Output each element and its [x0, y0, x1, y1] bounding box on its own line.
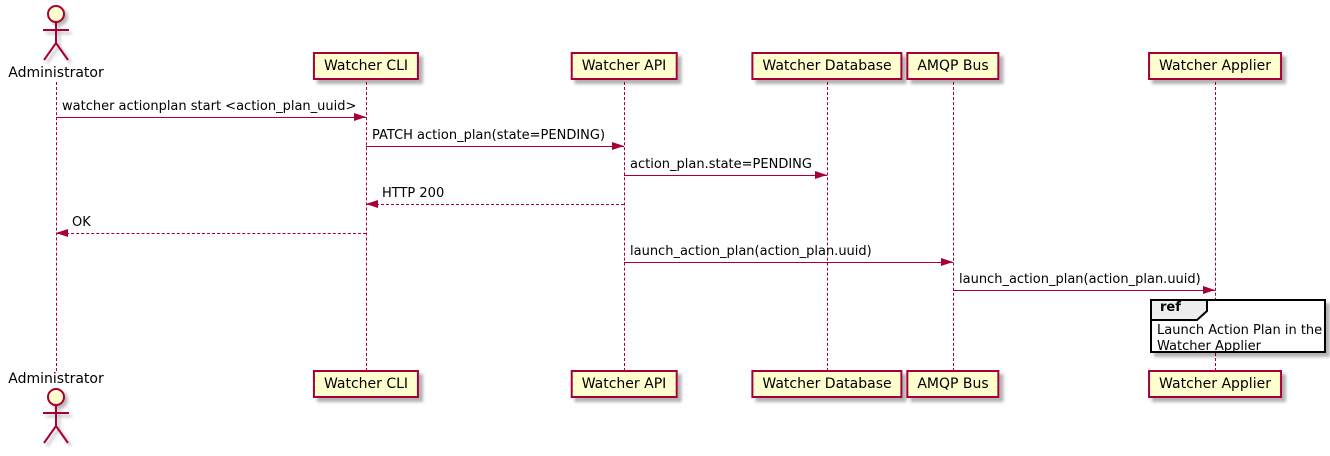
participant-box-watcher-cli-bottom: Watcher CLI — [312, 370, 420, 398]
ref-tag-shape — [1150, 299, 1208, 321]
message-line-2 — [624, 175, 827, 176]
message-arrowhead-1 — [612, 142, 624, 150]
ref-keyword: ref — [1160, 300, 1181, 315]
actor-icon — [43, 5, 69, 61]
lifeline-administrator — [56, 82, 57, 371]
lifeline-watcher-database — [827, 82, 828, 371]
participant-box-watcher-cli-top: Watcher CLI — [312, 52, 420, 80]
message-arrowhead-2 — [815, 171, 827, 179]
ref-keyword-tag: ref — [1150, 299, 1208, 321]
lifeline-watcher-applier — [1215, 82, 1216, 371]
participant-box-amqp-bus-bottom: AMQP Bus — [906, 370, 1000, 398]
participant-box-watcher-applier-top: Watcher Applier — [1148, 52, 1282, 80]
lifeline-watcher-api — [624, 82, 625, 371]
message-line-3 — [366, 204, 624, 205]
message-line-5 — [624, 262, 953, 263]
message-line-0 — [56, 117, 366, 118]
participant-box-watcher-api-top: Watcher API — [570, 52, 678, 80]
message-label-5: launch_action_plan(action_plan.uuid) — [630, 244, 872, 259]
message-label-0: watcher actionplan start <action_plan_uu… — [62, 99, 357, 114]
message-arrowhead-0 — [354, 113, 366, 121]
message-label-6: launch_action_plan(action_plan.uuid) — [959, 272, 1201, 287]
ref-text-line-1: Watcher Applier — [1157, 339, 1261, 354]
message-arrowhead-3 — [366, 200, 378, 208]
participant-box-amqp-bus-top: AMQP Bus — [906, 52, 1000, 80]
message-arrowhead-4 — [56, 229, 68, 237]
participant-box-watcher-applier-bottom: Watcher Applier — [1148, 370, 1282, 398]
message-arrowhead-6 — [1203, 286, 1215, 294]
message-arrowhead-5 — [941, 258, 953, 266]
message-line-1 — [366, 146, 624, 147]
participant-box-watcher-database-top: Watcher Database — [751, 52, 903, 80]
actor-figure-administrator-bottom — [38, 387, 74, 445]
ref-text-line-0: Launch Action Plan in the — [1157, 323, 1323, 338]
participant-box-watcher-api-bottom: Watcher API — [570, 370, 678, 398]
actor-figure-administrator-top — [38, 4, 74, 62]
message-label-3: HTTP 200 — [382, 186, 445, 201]
message-label-1: PATCH action_plan(state=PENDING) — [372, 128, 606, 143]
message-label-2: action_plan.state=PENDING — [630, 157, 812, 172]
message-line-4 — [56, 233, 366, 234]
message-label-4: OK — [72, 215, 91, 230]
actor-label-administrator-bottom: Administrator — [8, 371, 104, 387]
lifeline-amqp-bus — [953, 82, 954, 371]
actor-icon — [43, 388, 69, 444]
lifeline-watcher-cli — [366, 82, 367, 371]
actor-label-administrator-top: Administrator — [8, 65, 104, 81]
message-line-6 — [953, 290, 1215, 291]
participant-box-watcher-database-bottom: Watcher Database — [751, 370, 903, 398]
